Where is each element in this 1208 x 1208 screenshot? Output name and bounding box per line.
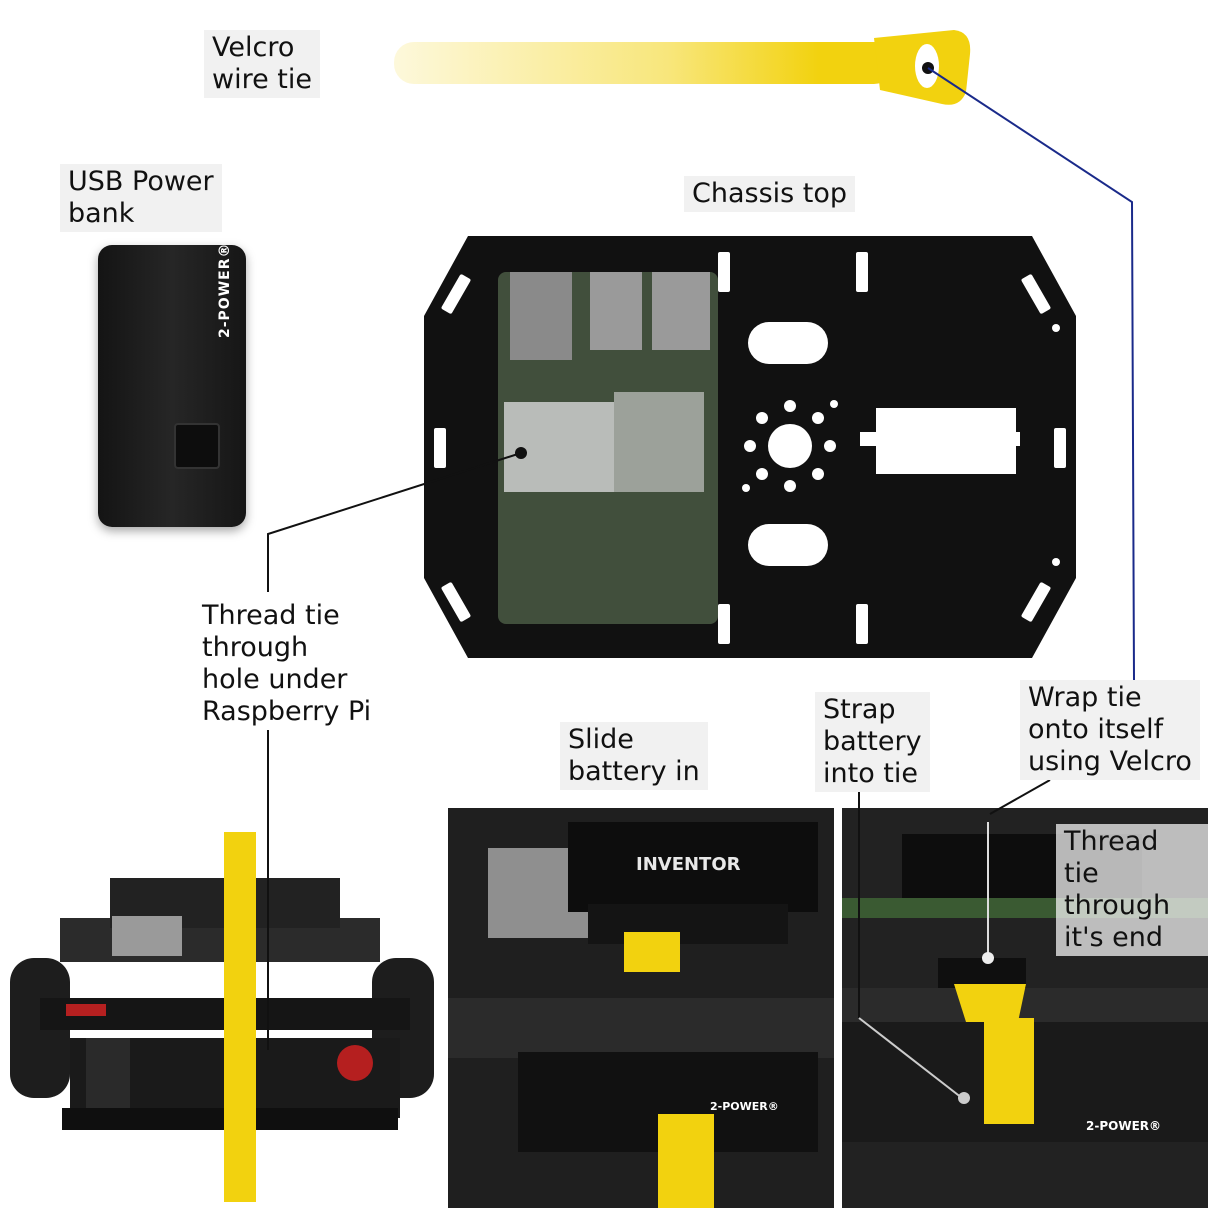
hat-brand-text: INVENTOR [636, 854, 741, 875]
chassis-top-label: Chassis top [684, 176, 856, 212]
usb-power-bank-image: 2-POWER® [98, 242, 246, 527]
wrap-tie-label: Wrap tie onto itself using Velcro [1020, 680, 1200, 780]
battery-brand-text-slide: 2-POWER® [710, 1100, 779, 1113]
slide-battery-photo: 2-POWER® INVENTOR [448, 808, 834, 1208]
chassis-top-image [424, 236, 1076, 658]
thread-tie-under-pi-label: Thread tie through hole under Raspberry … [194, 598, 380, 730]
velcro-wire-tie-image [394, 30, 971, 105]
slide-battery-label: Slide battery in [560, 722, 708, 790]
strap-battery-photo: 2-POWER® [842, 808, 1208, 1208]
power-bank-button [174, 423, 220, 469]
velcro-tie-label: Velcro wire tie [204, 30, 320, 98]
thread-tie-end-label: Thread tie through it's end [1056, 824, 1208, 956]
usb-power-bank-label: USB Power bank [60, 164, 222, 232]
strap-battery-label: Strap battery into tie [815, 692, 930, 792]
robot-front-photo [0, 808, 440, 1208]
power-bank-brand-text: 2-POWER® [217, 242, 233, 339]
battery-brand-text-strap: 2-POWER® [1086, 1119, 1161, 1133]
